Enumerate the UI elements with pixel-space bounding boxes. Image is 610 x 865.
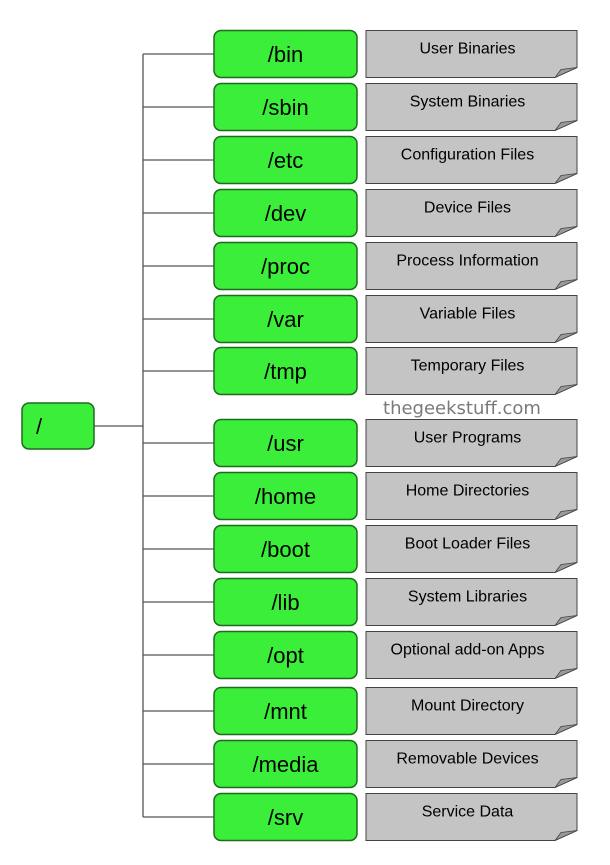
note-fold-corner [554, 120, 578, 131]
note-fold-corner [554, 615, 578, 626]
directory-row: /sbin System Binaries [213, 82, 578, 132]
directory-name: /tmp [264, 359, 307, 384]
directory-name: /usr [267, 431, 304, 456]
directory-description: Boot Loader Files [405, 536, 530, 553]
note-fold-corner [554, 830, 578, 841]
note-fold-corner [554, 509, 578, 520]
directory-row: /usr User Programs [213, 418, 578, 468]
directory-node [213, 418, 358, 468]
directory-description: User Binaries [419, 41, 515, 58]
note-fold-corner [554, 777, 578, 788]
directory-row: /media Removable Devices [213, 739, 578, 789]
directory-node [213, 29, 358, 79]
connector-lines [94, 53, 214, 818]
directory-node [213, 294, 358, 344]
directory-row: /boot Boot Loader Files [213, 524, 578, 574]
directory-row: /bin User Binaries [213, 29, 578, 79]
note-fold-corner [554, 724, 578, 735]
directory-name: /dev [265, 201, 307, 226]
watermark-text: thegeekstuff.com [383, 398, 541, 419]
directory-row: /lib System Libraries [213, 577, 578, 627]
directory-node [213, 82, 358, 132]
directory-name: /var [267, 307, 304, 332]
directory-name: /sbin [262, 95, 308, 120]
directory-name: /mnt [264, 699, 307, 724]
note-fold-corner [554, 456, 578, 467]
directory-row: /tmp Temporary Files [213, 346, 578, 396]
directory-row: /opt Optional add-on Apps [213, 630, 578, 680]
directory-name: /home [255, 484, 316, 509]
directory-description: Variable Files [420, 306, 516, 323]
directory-name: /bin [268, 42, 303, 67]
directory-node [213, 346, 358, 396]
note-fold-corner [554, 332, 578, 343]
directory-description: Device Files [424, 200, 511, 217]
note-fold-corner [554, 226, 578, 237]
directory-description: Mount Directory [411, 698, 524, 715]
root-label: / [36, 414, 43, 439]
directory-node [213, 471, 358, 521]
directory-row: /mnt Mount Directory [213, 686, 578, 736]
root-node: / [21, 402, 95, 450]
directory-node [213, 792, 358, 842]
directory-node [213, 135, 358, 185]
directory-description: System Libraries [408, 589, 527, 606]
note-fold-corner [554, 67, 578, 78]
directory-description: Removable Devices [396, 751, 538, 768]
directory-node [213, 188, 358, 238]
root-box [21, 402, 95, 450]
directory-description: Home Directories [406, 483, 530, 500]
directory-row: /srv Service Data [213, 792, 578, 842]
directory-row: /proc Process Information [213, 241, 578, 291]
directory-description: Configuration Files [401, 147, 534, 164]
directory-node [213, 686, 358, 736]
directory-node [213, 739, 358, 789]
directory-node [213, 630, 358, 680]
note-fold-corner [554, 668, 578, 679]
directory-rows: /bin User Binaries/sbin System Binaries/et… [213, 29, 578, 842]
directory-description: Optional add-on Apps [391, 642, 545, 659]
directory-description: Process Information [396, 253, 538, 270]
directory-name: /opt [267, 643, 304, 668]
directory-node [213, 524, 358, 574]
directory-description: Temporary Files [411, 358, 525, 375]
directory-name: /media [252, 752, 319, 777]
directory-name: /etc [268, 148, 303, 173]
note-fold-corner [554, 384, 578, 395]
directory-node [213, 241, 358, 291]
directory-row: /etc Configuration Files [213, 135, 578, 185]
directory-row: /home Home Directories [213, 471, 578, 521]
note-fold-corner [554, 173, 578, 184]
directory-name: /boot [261, 537, 310, 562]
directory-name: /proc [261, 254, 310, 279]
directory-row: /var Variable Files [213, 294, 578, 344]
note-fold-corner [554, 279, 578, 290]
directory-row: /dev Device Files [213, 188, 578, 238]
directory-name: /srv [268, 805, 303, 830]
directory-description: Service Data [422, 804, 514, 821]
directory-name: /lib [271, 590, 299, 615]
note-fold-corner [554, 562, 578, 573]
directory-description: System Binaries [410, 94, 526, 111]
directory-description: User Programs [414, 430, 522, 447]
directory-node [213, 577, 358, 627]
